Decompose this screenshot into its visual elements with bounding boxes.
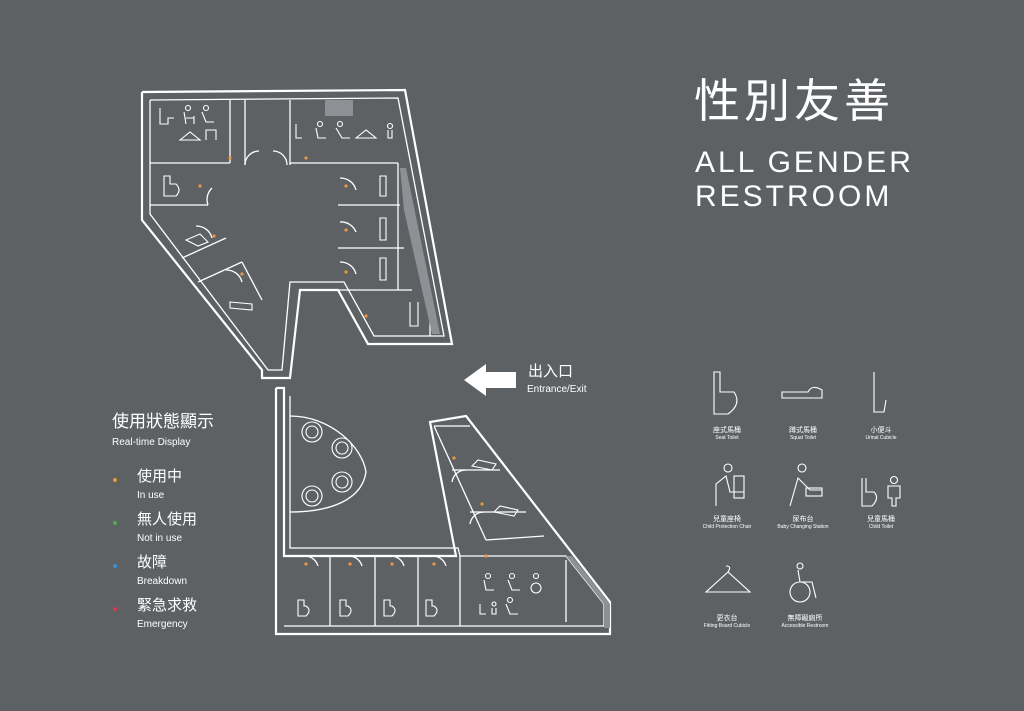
- facility-label-en: Fitting Board Cubicle: [703, 623, 751, 629]
- legend-label-en: Not in use: [137, 533, 183, 544]
- legend-label-cn: 故障: [137, 553, 168, 571]
- plan-status-dots: [198, 156, 488, 566]
- facility-seat-toilet: 座式馬桶 Seat Toilet: [672, 426, 782, 442]
- facility-fitting-board: 更衣台 Fitting Board Cubicle: [672, 614, 782, 630]
- status-dot-blue: [113, 564, 117, 568]
- facility-label-cn: 兒童座椅: [713, 515, 741, 523]
- plan-facility-icons: [159, 104, 542, 615]
- facility-label-cn: 無障礙廁所: [787, 614, 823, 622]
- facility-baby-changing: 尿布台 Baby Changing Station: [748, 515, 858, 531]
- facility-label-en: Accessible Restroom: [781, 623, 829, 629]
- facility-label-en: Child Protection Chair: [702, 524, 752, 530]
- legend-subtitle: Real-time Display: [112, 437, 191, 448]
- legend-label-en: In use: [137, 490, 165, 501]
- legend-label-en: Breakdown: [137, 576, 188, 587]
- facility-label-cn: 尿布台: [792, 515, 814, 523]
- facility-label-en: Urinal Cubicle: [865, 435, 897, 441]
- status-dot-red: [113, 607, 117, 611]
- baby-changing-icon: [789, 463, 823, 507]
- legend-label-cn: 緊急求救: [137, 596, 198, 614]
- wheelchair-icon: [789, 562, 817, 603]
- facility-label-cn: 兒童馬桶: [867, 515, 895, 523]
- facility-label-en: Child Toilet: [868, 524, 894, 530]
- hanger-icon: [704, 565, 752, 593]
- seat-toilet-icon: [713, 371, 738, 415]
- facility-label-cn: 更衣台: [716, 614, 738, 622]
- title-english-line1: ALL GENDER: [695, 146, 914, 179]
- facility-label-en: Seat Toilet: [715, 435, 739, 441]
- title-chinese: 性別友善: [694, 74, 894, 128]
- squat-toilet-icon: [781, 386, 823, 399]
- exit-label-en: Entrance/Exit: [527, 384, 587, 395]
- facility-child-chair: 兒童座椅 Child Protection Chair: [672, 515, 782, 531]
- sink-icons: [301, 421, 353, 507]
- facility-label-en: Baby Changing Station: [777, 524, 829, 530]
- status-dot-orange: [113, 478, 117, 482]
- facility-label-en: Squat Toilet: [789, 435, 817, 441]
- title-english-line2: RESTROOM: [695, 180, 893, 213]
- legend-label-cn: 使用中: [137, 467, 183, 485]
- facility-urinal: 小便斗 Urinal Cubicle: [826, 426, 936, 442]
- lower-wing-walls: [274, 386, 612, 636]
- facility-label-cn: 座式馬桶: [713, 426, 741, 434]
- facility-label-cn: 蹲式馬桶: [789, 426, 817, 434]
- facility-child-toilet: 兒童馬桶 Child Toilet: [826, 515, 936, 531]
- facility-accessible-restroom: 無障礙廁所 Accessible Restroom: [750, 614, 860, 630]
- exit-arrow-icon: [464, 364, 516, 396]
- facility-squat-toilet: 蹲式馬桶 Squat Toilet: [748, 426, 858, 442]
- legend-title: 使用狀態顯示: [112, 412, 214, 432]
- urinal-icon: [873, 372, 887, 413]
- exit-label-cn: 出入口: [528, 362, 574, 380]
- child-chair-icon: [715, 463, 745, 506]
- child-toilet-icon: [861, 475, 901, 507]
- legend-label-en: Emergency: [137, 619, 188, 630]
- status-dot-green: [113, 521, 117, 525]
- legend-label-cn: 無人使用: [137, 510, 198, 528]
- plan-toilet-icons: [163, 175, 519, 617]
- facility-label-cn: 小便斗: [870, 426, 892, 434]
- upper-wing-walls: [140, 88, 454, 380]
